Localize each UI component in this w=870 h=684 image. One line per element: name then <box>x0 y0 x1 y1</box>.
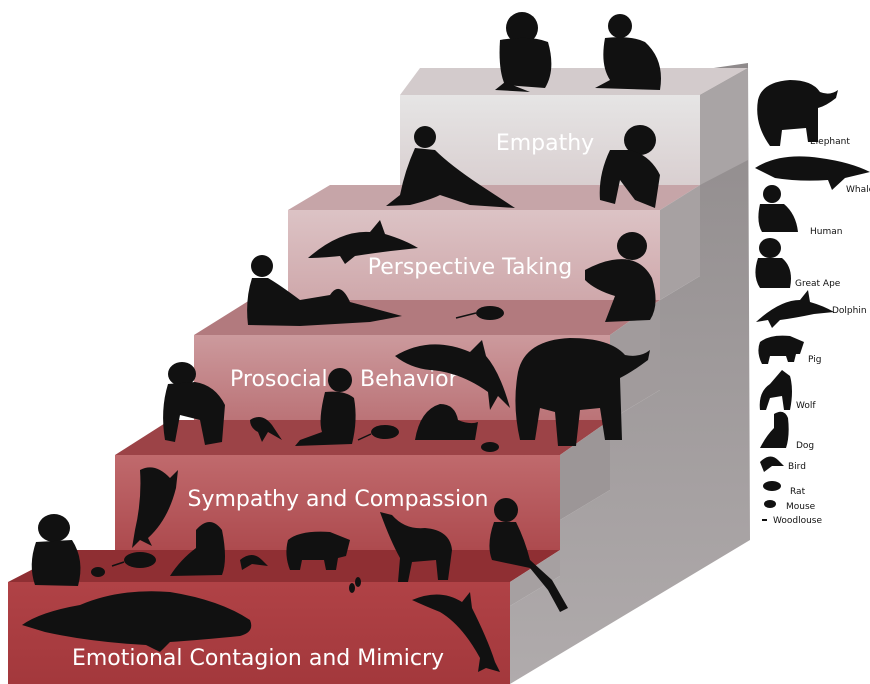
legend-label-whale: Whale <box>846 185 870 195</box>
legend-label-woodlouse: Woodlouse <box>773 516 822 526</box>
rat-icon <box>763 481 781 491</box>
legend-label-wolf: Wolf <box>796 401 816 411</box>
legend-label-elephant: Elephant <box>810 137 850 147</box>
step-label-empathy: Empathy <box>496 131 594 156</box>
dog-icon <box>760 412 789 448</box>
step-label-perspective-taking: Perspective Taking <box>368 255 572 280</box>
great-ape-icon <box>755 238 791 288</box>
legend: Elephant Whale Human Great Ape Dolphin P… <box>755 80 870 526</box>
step-label-prosocial: Prosocial <box>230 367 328 392</box>
dolphin-icon <box>756 290 834 328</box>
woodlouse-icon <box>762 519 767 521</box>
legend-label-dog: Dog <box>796 441 814 451</box>
step-sympathy-compassion <box>115 420 610 550</box>
great-ape-silhouette-top <box>495 12 551 92</box>
legend-label-rat: Rat <box>790 487 806 497</box>
bird-icon <box>760 456 784 472</box>
human-icon <box>758 185 798 232</box>
legend-label-pig: Pig <box>808 355 821 365</box>
pig-icon <box>758 336 804 364</box>
legend-label-mouse: Mouse <box>786 502 816 512</box>
mouse-icon <box>764 500 776 508</box>
legend-label-great-ape: Great Ape <box>795 279 841 289</box>
step-label-sympathy-compassion: Sympathy and Compassion <box>188 487 489 512</box>
legend-label-dolphin: Dolphin <box>832 306 867 316</box>
legend-label-bird: Bird <box>788 462 806 472</box>
mouse-sympathy <box>91 567 105 577</box>
legend-label-human: Human <box>810 227 842 237</box>
wolf-icon <box>760 370 792 410</box>
mouse-prosocial <box>481 442 499 452</box>
great-ape-sympathy <box>32 514 81 586</box>
step-label-emotional-contagion: Emotional Contagion and Mimicry <box>72 646 444 671</box>
